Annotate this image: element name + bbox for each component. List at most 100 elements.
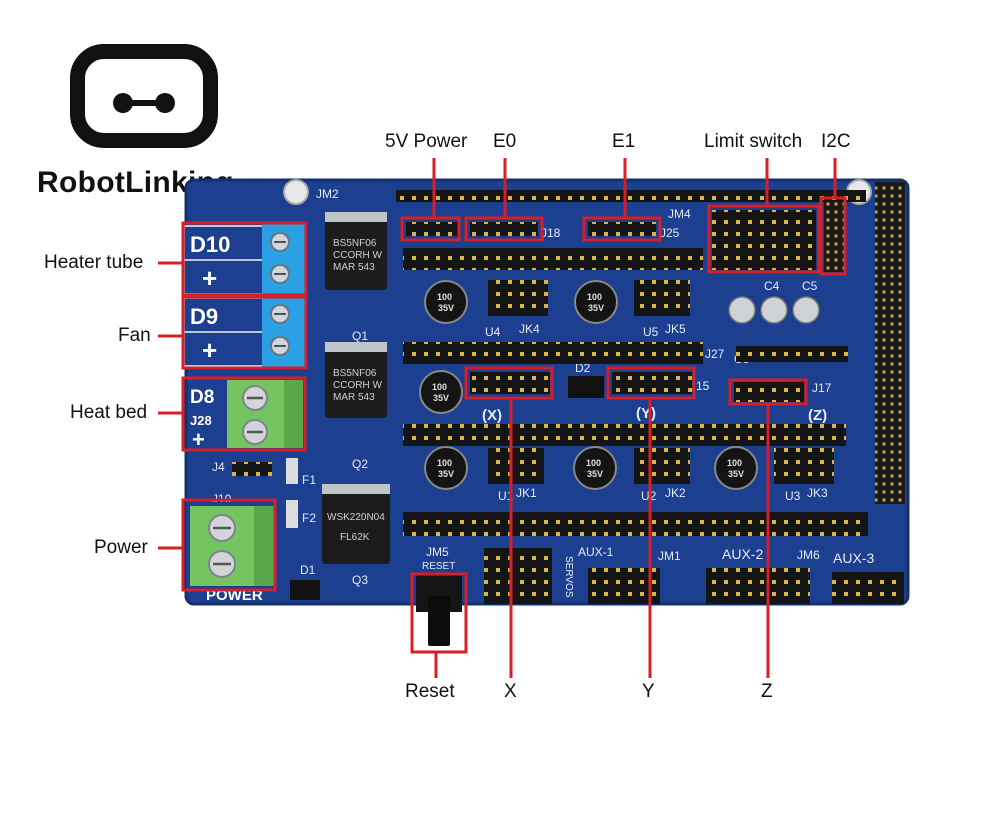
label-z: Z — [761, 681, 773, 702]
silk-x-axis: (X) — [482, 407, 502, 424]
silk-q2: Q2 — [352, 457, 368, 471]
aux2-header — [706, 568, 810, 604]
5v-power-header — [406, 222, 458, 236]
terminal-d9-label: D9 — [190, 304, 218, 329]
e0-header — [470, 222, 538, 236]
silk-servos: SERVOS — [563, 556, 574, 598]
robotlinking-logo-icon — [70, 44, 218, 148]
silk-j17: J17 — [812, 381, 832, 395]
terminal-d8-label: D8 — [190, 387, 214, 408]
highlight-power — [181, 498, 277, 592]
reset-button-cap — [428, 596, 450, 646]
driver-socket-row — [403, 342, 703, 364]
thermistor-header — [736, 346, 848, 362]
label-limit-switch: Limit switch — [704, 131, 803, 152]
q2-marking-3: MAR 543 — [333, 392, 375, 403]
capacitor — [573, 446, 617, 490]
silk-j25: J25 — [660, 226, 680, 240]
silk-u3: U3 — [785, 489, 801, 503]
diode-d1 — [290, 580, 320, 600]
i2c-header — [824, 202, 844, 272]
j4-header — [232, 462, 272, 476]
silk-z-axis: (Z) — [808, 407, 827, 424]
d2-component — [568, 376, 604, 398]
capacitor — [424, 446, 468, 490]
microstep-jumpers — [634, 280, 690, 316]
silk-aux2: AUX-2 — [722, 546, 763, 562]
silk-u4: U4 — [485, 325, 501, 339]
q2-marking-2: CCORH W — [333, 380, 382, 391]
capacitor — [424, 280, 468, 324]
aux1-header — [588, 568, 660, 604]
label-heater-tube: Heater tube — [44, 252, 144, 273]
terminal-d10-plus: + — [202, 263, 217, 293]
q1-marking-1: BS5NF06 — [333, 238, 377, 249]
driver-socket-row — [403, 424, 846, 446]
cap-value: 100 — [432, 382, 447, 392]
microstep-jumpers — [488, 448, 544, 484]
label-x: X — [504, 681, 517, 702]
cap-value: 100 — [586, 458, 601, 468]
cap-value: 100 — [437, 292, 452, 302]
silk-jk5: JK5 — [665, 322, 686, 336]
highlight-fan — [181, 295, 308, 370]
cap-value: 100 — [587, 292, 602, 302]
cap-voltage: 35V — [433, 393, 449, 403]
silk-jm1: JM1 — [658, 549, 681, 563]
microstep-jumpers — [488, 280, 548, 316]
silk-f2: F2 — [302, 511, 316, 525]
highlight-x — [464, 366, 554, 400]
silk-jm5: JM5 — [426, 545, 449, 559]
cap-voltage: 35V — [728, 469, 744, 479]
silk-d2: D2 — [575, 361, 591, 375]
fuse-f2 — [286, 500, 298, 528]
small-capacitors — [728, 296, 820, 324]
silk-jk4: JK4 — [519, 322, 540, 336]
electrolytic-capacitors — [419, 280, 758, 490]
label-heat-bed: Heat bed — [70, 402, 148, 423]
label-i2c: I2C — [821, 131, 851, 152]
terminal-d9-plus: + — [202, 335, 217, 365]
top-pin-row — [396, 190, 866, 202]
servos-header — [484, 548, 552, 604]
silk-d1: D1 — [300, 563, 316, 577]
logo-bar — [129, 100, 165, 106]
terminal-d10-label: D10 — [190, 232, 230, 257]
q3-marking-2: FL62K — [340, 532, 370, 543]
terminal-d8-plus: + — [192, 427, 205, 452]
silk-y-axis: (Y) — [636, 405, 656, 422]
fuse-f1 — [286, 458, 298, 484]
silk-jm2: JM2 — [316, 187, 339, 201]
label-power: Power — [94, 537, 148, 558]
mount-hole — [283, 179, 309, 205]
cap-voltage: 35V — [438, 303, 454, 313]
logo-eye-left — [113, 93, 133, 113]
cap-voltage: 35V — [588, 303, 604, 313]
highlight-i2c — [819, 196, 847, 276]
highlight-5v-power — [400, 216, 461, 242]
capacitor — [714, 446, 758, 490]
silk-aux1: AUX-1 — [578, 545, 614, 559]
label-fan: Fan — [118, 325, 151, 346]
q2-marking-1: BS5NF06 — [333, 368, 377, 379]
x-motor-header — [470, 372, 550, 394]
limit-switch-header — [712, 210, 816, 270]
silk-f1: F1 — [302, 473, 316, 487]
silk-c5: C5 — [802, 279, 818, 293]
silk-jk2: JK2 — [665, 486, 686, 500]
cap-value: 100 — [727, 458, 742, 468]
silk-aux3: AUX-3 — [833, 550, 874, 566]
label-y: Y — [642, 681, 655, 702]
label-reset: Reset — [405, 681, 455, 702]
label-5v-power: 5V Power — [385, 131, 468, 152]
cap-value: 100 — [437, 458, 452, 468]
silk-jm4: JM4 — [668, 207, 691, 221]
logo-eye-right — [155, 93, 175, 113]
label-e1: E1 — [612, 131, 636, 152]
q1-marking-3: MAR 543 — [333, 262, 375, 273]
mosfet-q3 — [322, 486, 390, 564]
silk-jm6: JM6 — [797, 548, 820, 562]
cap-voltage: 35V — [438, 469, 454, 479]
highlight-limit-switch — [707, 204, 821, 274]
